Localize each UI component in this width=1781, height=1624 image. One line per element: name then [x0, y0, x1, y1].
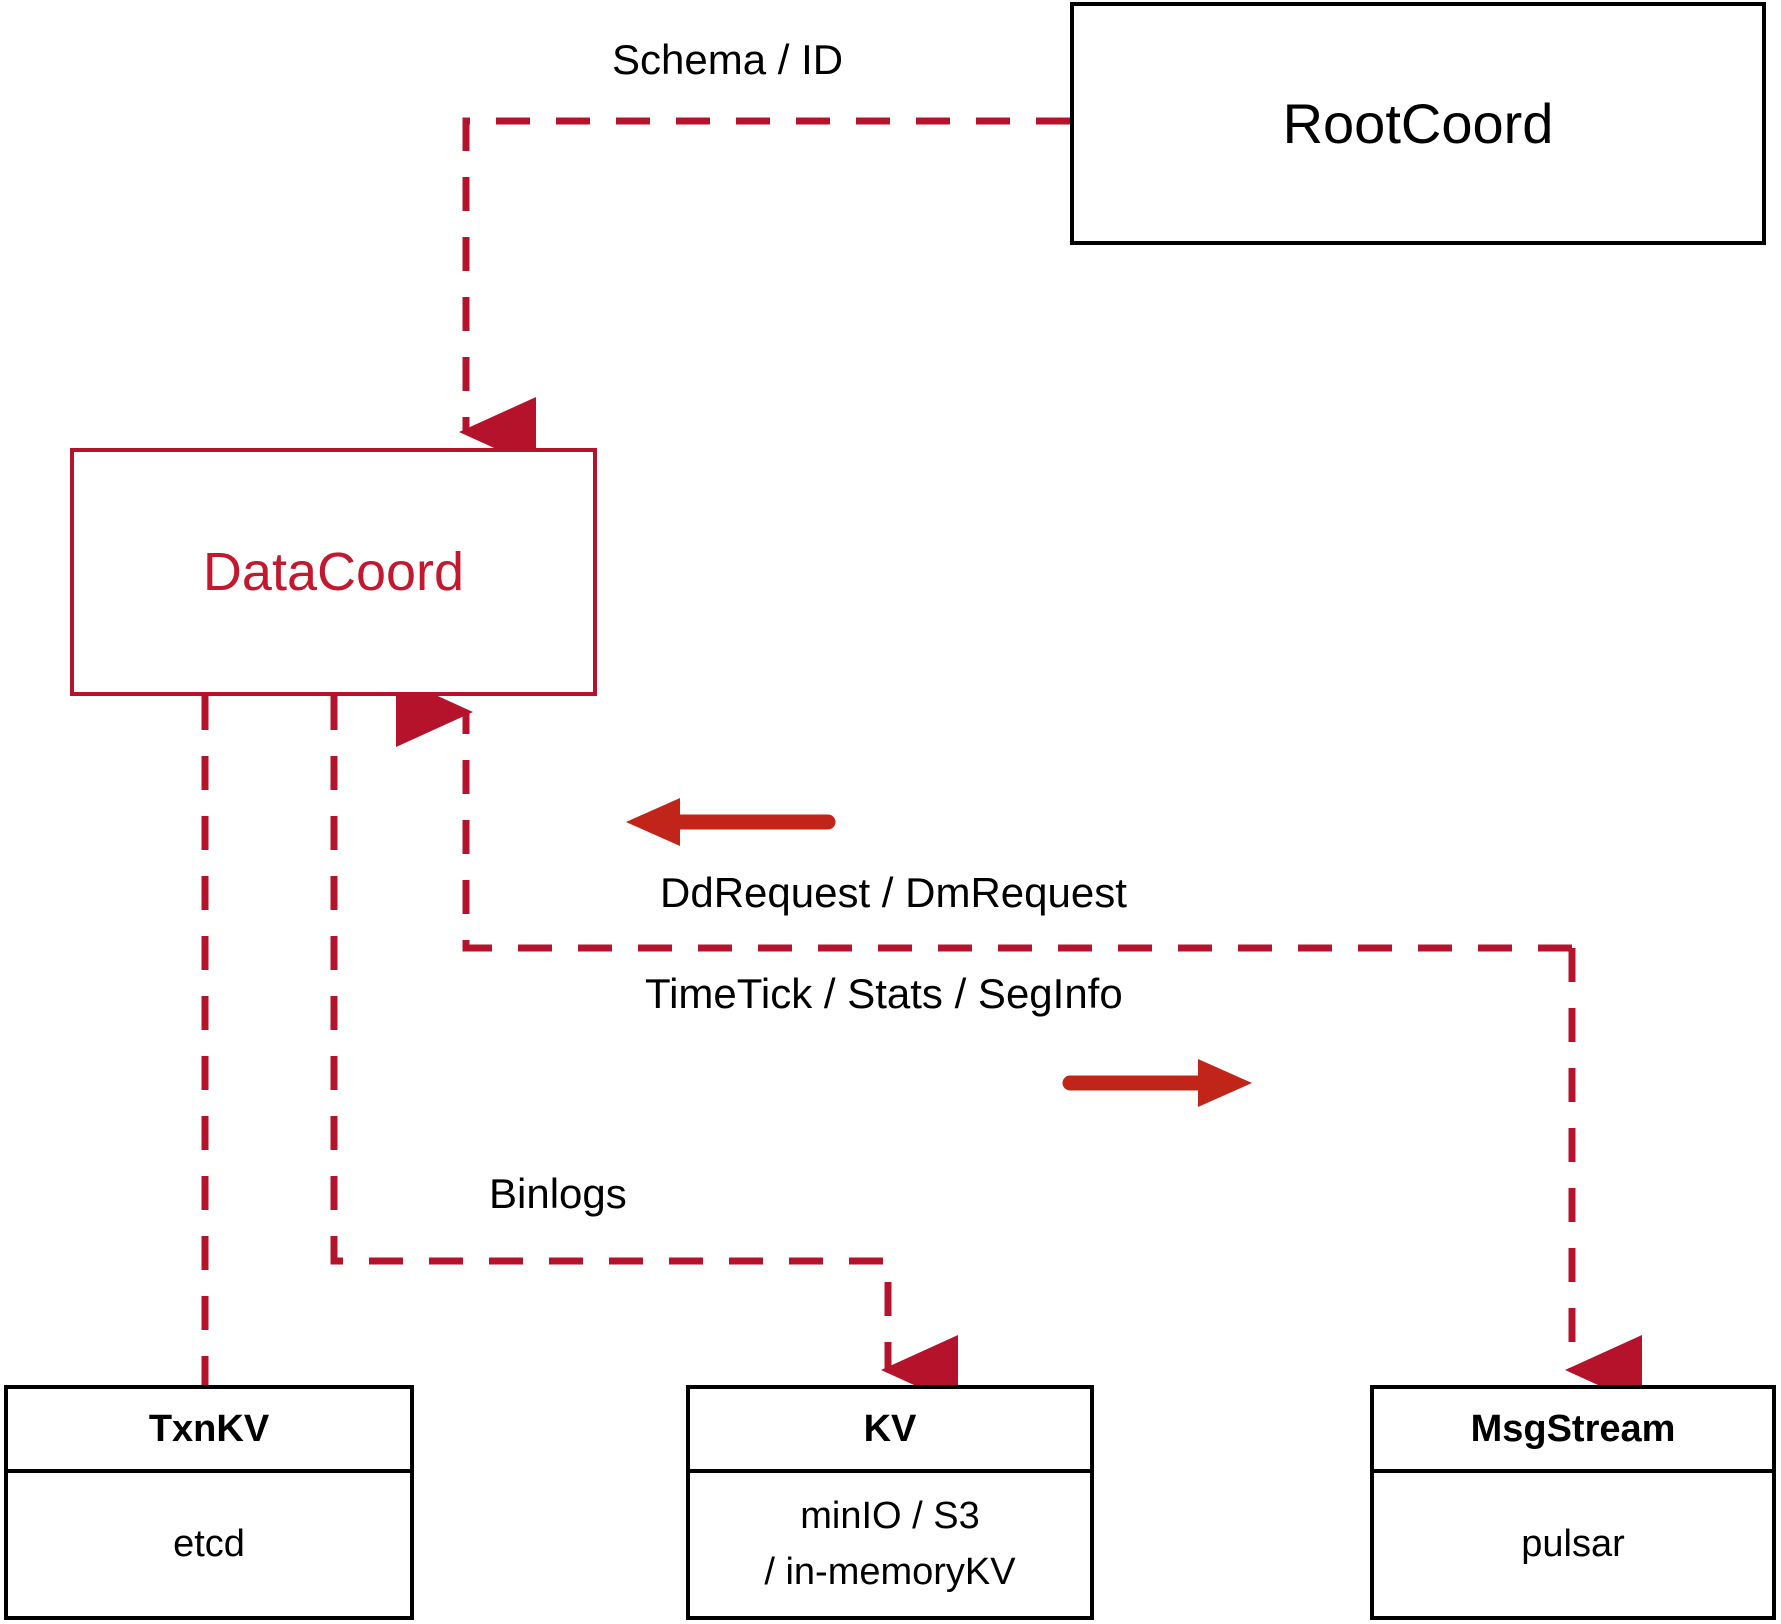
- node-rootcoord-label: RootCoord: [1282, 92, 1554, 155]
- node-kv[interactable]: KV minIO / S3 / in-memoryKV: [686, 1385, 1094, 1620]
- direction-marker-right-icon: [1062, 1059, 1252, 1107]
- node-msgstream-body: pulsar: [1374, 1473, 1772, 1616]
- node-datacoord[interactable]: DataCoord: [70, 448, 597, 696]
- node-txnkv[interactable]: TxnKV etcd: [4, 1385, 414, 1620]
- edge-label-binlogs: Binlogs: [489, 1170, 627, 1217]
- node-msgstream-title: MsgStream: [1374, 1389, 1772, 1473]
- node-datacoord-label: DataCoord: [202, 542, 465, 602]
- node-kv-title: KV: [690, 1389, 1090, 1473]
- node-kv-line-0: minIO / S3: [800, 1495, 980, 1538]
- edge-msgstream-to-datacoord: [396, 677, 1572, 952]
- node-msgstream-line-0: pulsar: [1521, 1522, 1625, 1565]
- edge-label-dd-dm-request: DdRequest / DmRequest: [660, 869, 1127, 916]
- node-msgstream[interactable]: MsgStream pulsar: [1370, 1385, 1776, 1620]
- edge-label-schema-id: Schema / ID: [612, 36, 844, 83]
- node-kv-body: minIO / S3 / in-memoryKV: [690, 1473, 1090, 1616]
- node-txnkv-body: etcd: [8, 1473, 410, 1616]
- node-txnkv-line-0: etcd: [173, 1522, 245, 1565]
- direction-marker-left-icon: [626, 798, 836, 846]
- node-kv-line-1: / in-memoryKV: [764, 1550, 1016, 1593]
- edge-datacoord-to-kv: [330, 696, 958, 1405]
- edge-rootcoord-to-datacoord: [459, 117, 1070, 467]
- node-rootcoord[interactable]: RootCoord: [1070, 2, 1766, 245]
- node-txnkv-title: TxnKV: [8, 1389, 410, 1473]
- edge-label-timetick-stats-seginfo: TimeTick / Stats / SegInfo: [645, 970, 1123, 1017]
